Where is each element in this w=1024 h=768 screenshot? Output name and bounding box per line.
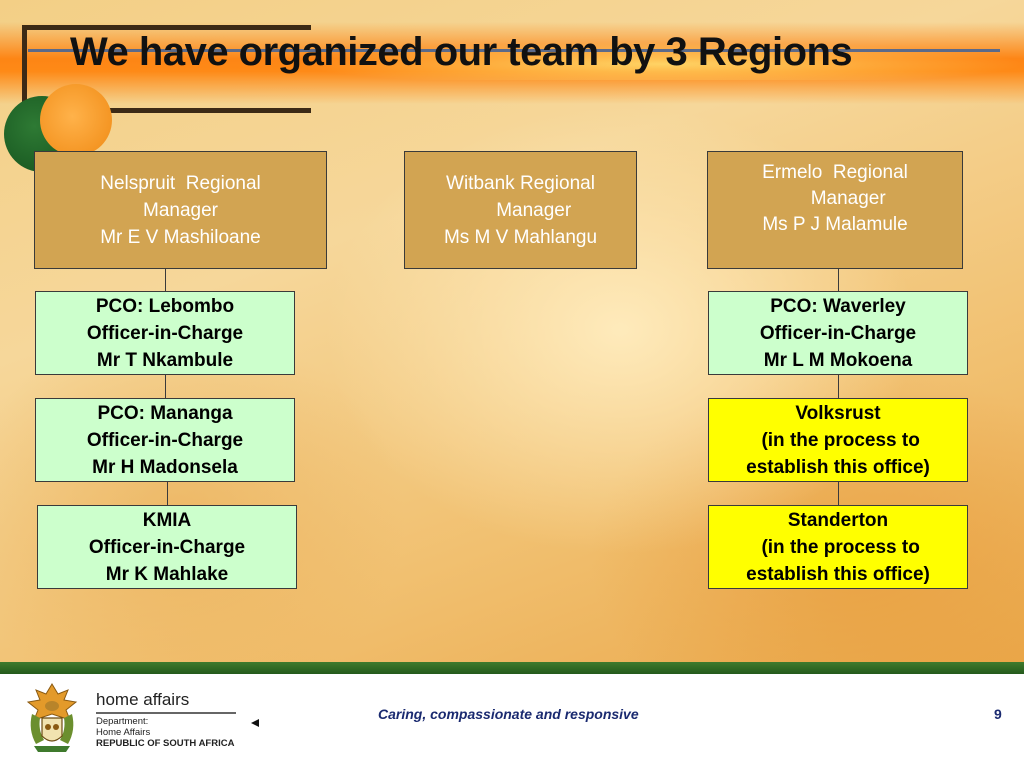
- ermelo-manager-title: Ermelo Regional: [762, 162, 908, 183]
- office-person: Mr T Nkambule: [96, 349, 234, 371]
- slide-title: We have organized our team by 3 Regions: [70, 30, 853, 74]
- office-status: (in the process to: [756, 536, 920, 558]
- connector-lebombo-mananga: [165, 375, 166, 398]
- office-person: Mr L M Mokoena: [763, 349, 913, 371]
- witbank-manager-role: Manager: [469, 199, 572, 221]
- office-status-detail: establish this office): [746, 563, 930, 585]
- office-role: Officer-in-Charge: [759, 322, 917, 344]
- department-name: Home Affairs: [96, 727, 151, 738]
- office-person: Mr H Madonsela: [92, 456, 238, 478]
- ermelo-manager-name: Ms P J Malamule: [762, 214, 908, 235]
- office-person: Mr K Mahlake: [105, 563, 229, 585]
- standerton-box: Standerton (in the process to establish …: [708, 505, 968, 589]
- nelspruit-regional-manager-box: Nelspruit Regional Manager Mr E V Mashil…: [34, 151, 327, 269]
- ermelo-manager-role: Manager: [784, 188, 886, 209]
- title-banner-highlight: [300, 40, 1024, 80]
- brand-name: home affairs: [96, 690, 190, 709]
- office-name: KMIA: [142, 509, 192, 531]
- witbank-regional-manager-box: Witbank Regional Manager Ms M V Mahlangu: [404, 151, 637, 269]
- office-role: Officer-in-Charge: [88, 536, 246, 558]
- witbank-manager-name: Ms M V Mahlangu: [443, 226, 598, 248]
- connector-mananga-kmia: [167, 482, 168, 505]
- office-status: (in the process to: [756, 429, 920, 451]
- connector-waverley-volksrust: [838, 375, 839, 398]
- brand-divider: [96, 712, 236, 714]
- title-frame: [22, 25, 311, 113]
- page-number: 9: [994, 706, 1002, 722]
- volksrust-box: Volksrust (in the process to establish t…: [708, 398, 968, 482]
- coat-of-arms-icon: [26, 683, 78, 752]
- connector-volksrust-standerton: [838, 482, 839, 505]
- office-name: PCO: Mananga: [97, 402, 233, 424]
- ermelo-regional-manager-box: Ermelo Regional Manager Ms P J Malamule: [707, 151, 963, 269]
- office-name: Standerton: [787, 509, 889, 531]
- office-role: Officer-in-Charge: [86, 322, 244, 344]
- decor-orange-circle: [40, 84, 112, 156]
- office-status-detail: establish this office): [746, 456, 930, 478]
- nelspruit-manager-name: Mr E V Mashiloane: [100, 226, 261, 248]
- nelspruit-manager-role: Manager: [143, 199, 218, 221]
- pco-mananga-box: PCO: Mananga Officer-in-Charge Mr H Mado…: [35, 398, 295, 482]
- office-name: Volksrust: [795, 402, 881, 424]
- department-label: Department:: [96, 716, 149, 727]
- footer-tagline: Caring, compassionate and responsive: [378, 706, 639, 722]
- title-rule: [28, 49, 1000, 52]
- office-name: PCO: Waverley: [770, 295, 906, 317]
- footer-bar: [0, 662, 1024, 674]
- country-name: REPUBLIC OF SOUTH AFRICA: [96, 738, 235, 749]
- nelspruit-manager-title: Nelspruit Regional: [100, 172, 261, 194]
- previous-arrow-icon[interactable]: [251, 719, 259, 727]
- office-name: PCO: Lebombo: [95, 295, 235, 317]
- pco-lebombo-box: PCO: Lebombo Officer-in-Charge Mr T Nkam…: [35, 291, 295, 375]
- kmia-box: KMIA Officer-in-Charge Mr K Mahlake: [37, 505, 297, 589]
- witbank-manager-title: Witbank Regional: [446, 172, 595, 194]
- footer: home affairs Department: Home Affairs RE…: [0, 674, 1024, 768]
- connector-ermelo-waverley: [838, 269, 839, 291]
- pco-waverley-box: PCO: Waverley Officer-in-Charge Mr L M M…: [708, 291, 968, 375]
- office-role: Officer-in-Charge: [86, 429, 244, 451]
- connector-nelspruit-lebombo: [165, 269, 166, 291]
